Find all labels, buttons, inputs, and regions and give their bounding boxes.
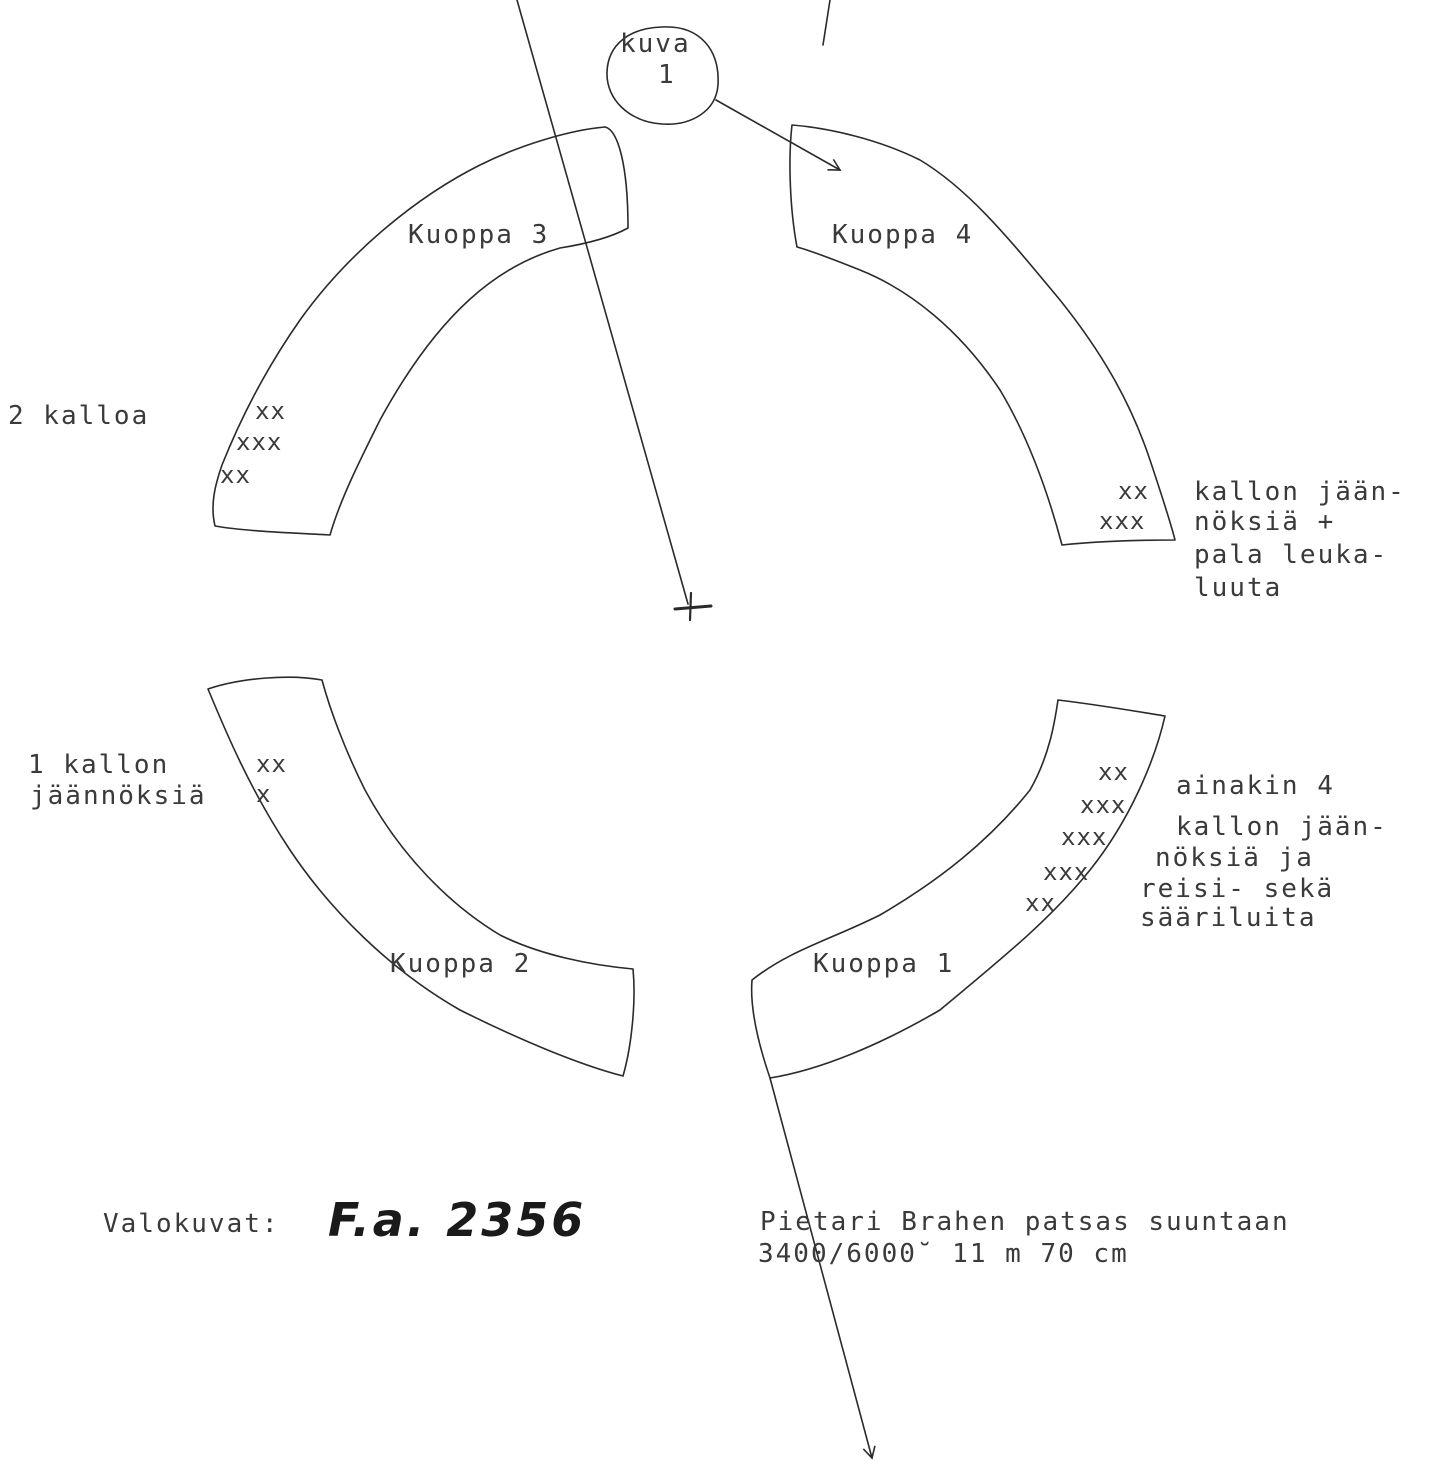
pit-1-note: nöksiä ja xyxy=(1155,843,1314,873)
pit-4-note: nöksiä + xyxy=(1194,507,1335,537)
pit-2-mark: xx xyxy=(256,750,287,778)
pit-3-mark: xx xyxy=(255,397,286,425)
photos-reference: F.a. 2356 xyxy=(328,1193,586,1247)
pit-3-mark: xxx xyxy=(236,428,282,456)
pit-1-mark: xx xyxy=(1025,889,1056,917)
pit-1-outline xyxy=(750,699,1166,1079)
photo-marker-label: kuva xyxy=(620,29,691,59)
pit-3-outline xyxy=(212,126,629,536)
photos-label: Valokuvat: xyxy=(103,1209,280,1239)
photo-marker-number: 1 xyxy=(658,60,676,90)
pit-4-mark: xxx xyxy=(1099,507,1145,535)
statue-direction-arrow xyxy=(769,1077,876,1460)
pit-1-mark: xxx xyxy=(1061,823,1107,851)
reference-line xyxy=(516,0,689,605)
statue-bearing-line2: 3400/6000˘ 11 m 70 cm xyxy=(758,1239,1129,1269)
pit-2-label: Kuoppa 2 xyxy=(390,949,531,979)
pit-3-label: Kuoppa 3 xyxy=(408,220,549,250)
pit-1-note: kallon jään- xyxy=(1176,812,1388,842)
pit-2-note: 1 kallon xyxy=(28,750,169,780)
pit-4-mark: xx xyxy=(1118,477,1149,505)
center-cross-icon xyxy=(673,591,713,622)
statue-bearing-line1: Pietari Brahen patsas suuntaan xyxy=(760,1207,1290,1237)
pit-2-mark: x xyxy=(256,780,271,808)
pit-1-note: ainakin 4 xyxy=(1176,771,1335,801)
pit-4-label: Kuoppa 4 xyxy=(832,220,973,250)
stray-stroke xyxy=(822,0,831,46)
pit-1-note: sääriluita xyxy=(1140,903,1317,933)
pit-2-note: jäännöksiä xyxy=(30,781,207,811)
pit-3-note: 2 kalloa xyxy=(8,401,149,431)
pit-1-mark: xx xyxy=(1098,758,1129,786)
pit-2-outline xyxy=(207,676,635,1077)
pit-1-note: reisi- sekä xyxy=(1140,874,1334,904)
pit-4-note: luuta xyxy=(1194,573,1282,603)
pit-3-mark: xx xyxy=(220,461,251,489)
pit-4-note: kallon jään- xyxy=(1194,477,1406,507)
pit-4-note: pala leuka- xyxy=(1194,540,1388,570)
pit-1-label: Kuoppa 1 xyxy=(813,949,954,979)
pit-1-mark: xxx xyxy=(1080,791,1126,819)
pit-1-mark: xxx xyxy=(1043,858,1089,886)
photo-direction-arrow xyxy=(715,99,842,171)
photo-marker: kuva 1 xyxy=(606,26,719,125)
pit-4-outline xyxy=(789,124,1176,546)
